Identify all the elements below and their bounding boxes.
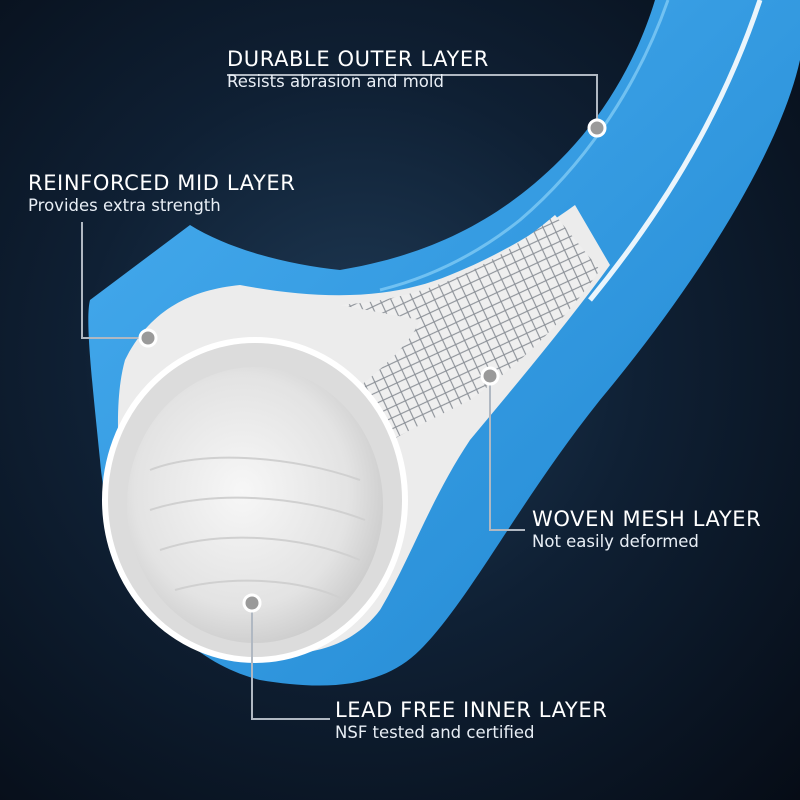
callout-inner-subtitle: NSF tested and certified (335, 723, 535, 742)
mid-layer-dot (138, 328, 158, 348)
callout-inner-layer: LEAD FREE INNER LAYER NSF tested and cer… (335, 698, 607, 744)
leader-lines (81, 74, 598, 720)
mesh-layer-shape (340, 215, 600, 455)
callout-mid-subtitle: Provides extra strength (28, 196, 221, 215)
leader-line-outer (227, 74, 598, 128)
callout-outer-title: DURABLE OUTER LAYER (227, 47, 489, 71)
callout-outer-subtitle: Resists abrasion and mold (227, 72, 444, 91)
hose-highlight-stripe-2 (379, 0, 670, 292)
callout-mesh-subtitle: Not easily deformed (532, 532, 699, 551)
hose-highlight-stripe (588, 0, 763, 302)
callout-mesh-layer: WOVEN MESH LAYER Not easily deformed (532, 507, 761, 553)
inner-layer-dot (242, 593, 262, 613)
mesh-layer-dot (480, 366, 500, 386)
outer-layer-dot (587, 118, 607, 138)
inner-tube-bore (127, 367, 383, 643)
callout-mid-title: REINFORCED MID LAYER (28, 171, 296, 195)
callout-mesh-title: WOVEN MESH LAYER (532, 507, 762, 531)
callout-outer-layer: DURABLE OUTER LAYER Resists abrasion and… (227, 47, 489, 93)
callout-inner-title: LEAD FREE INNER LAYER (335, 698, 608, 722)
inner-tube-texture (149, 456, 366, 601)
leader-line-inner (251, 603, 330, 720)
leader-line-mesh (489, 376, 525, 531)
callout-mid-layer: REINFORCED MID LAYER Provides extra stre… (28, 171, 295, 217)
leader-line-mid (81, 222, 148, 339)
